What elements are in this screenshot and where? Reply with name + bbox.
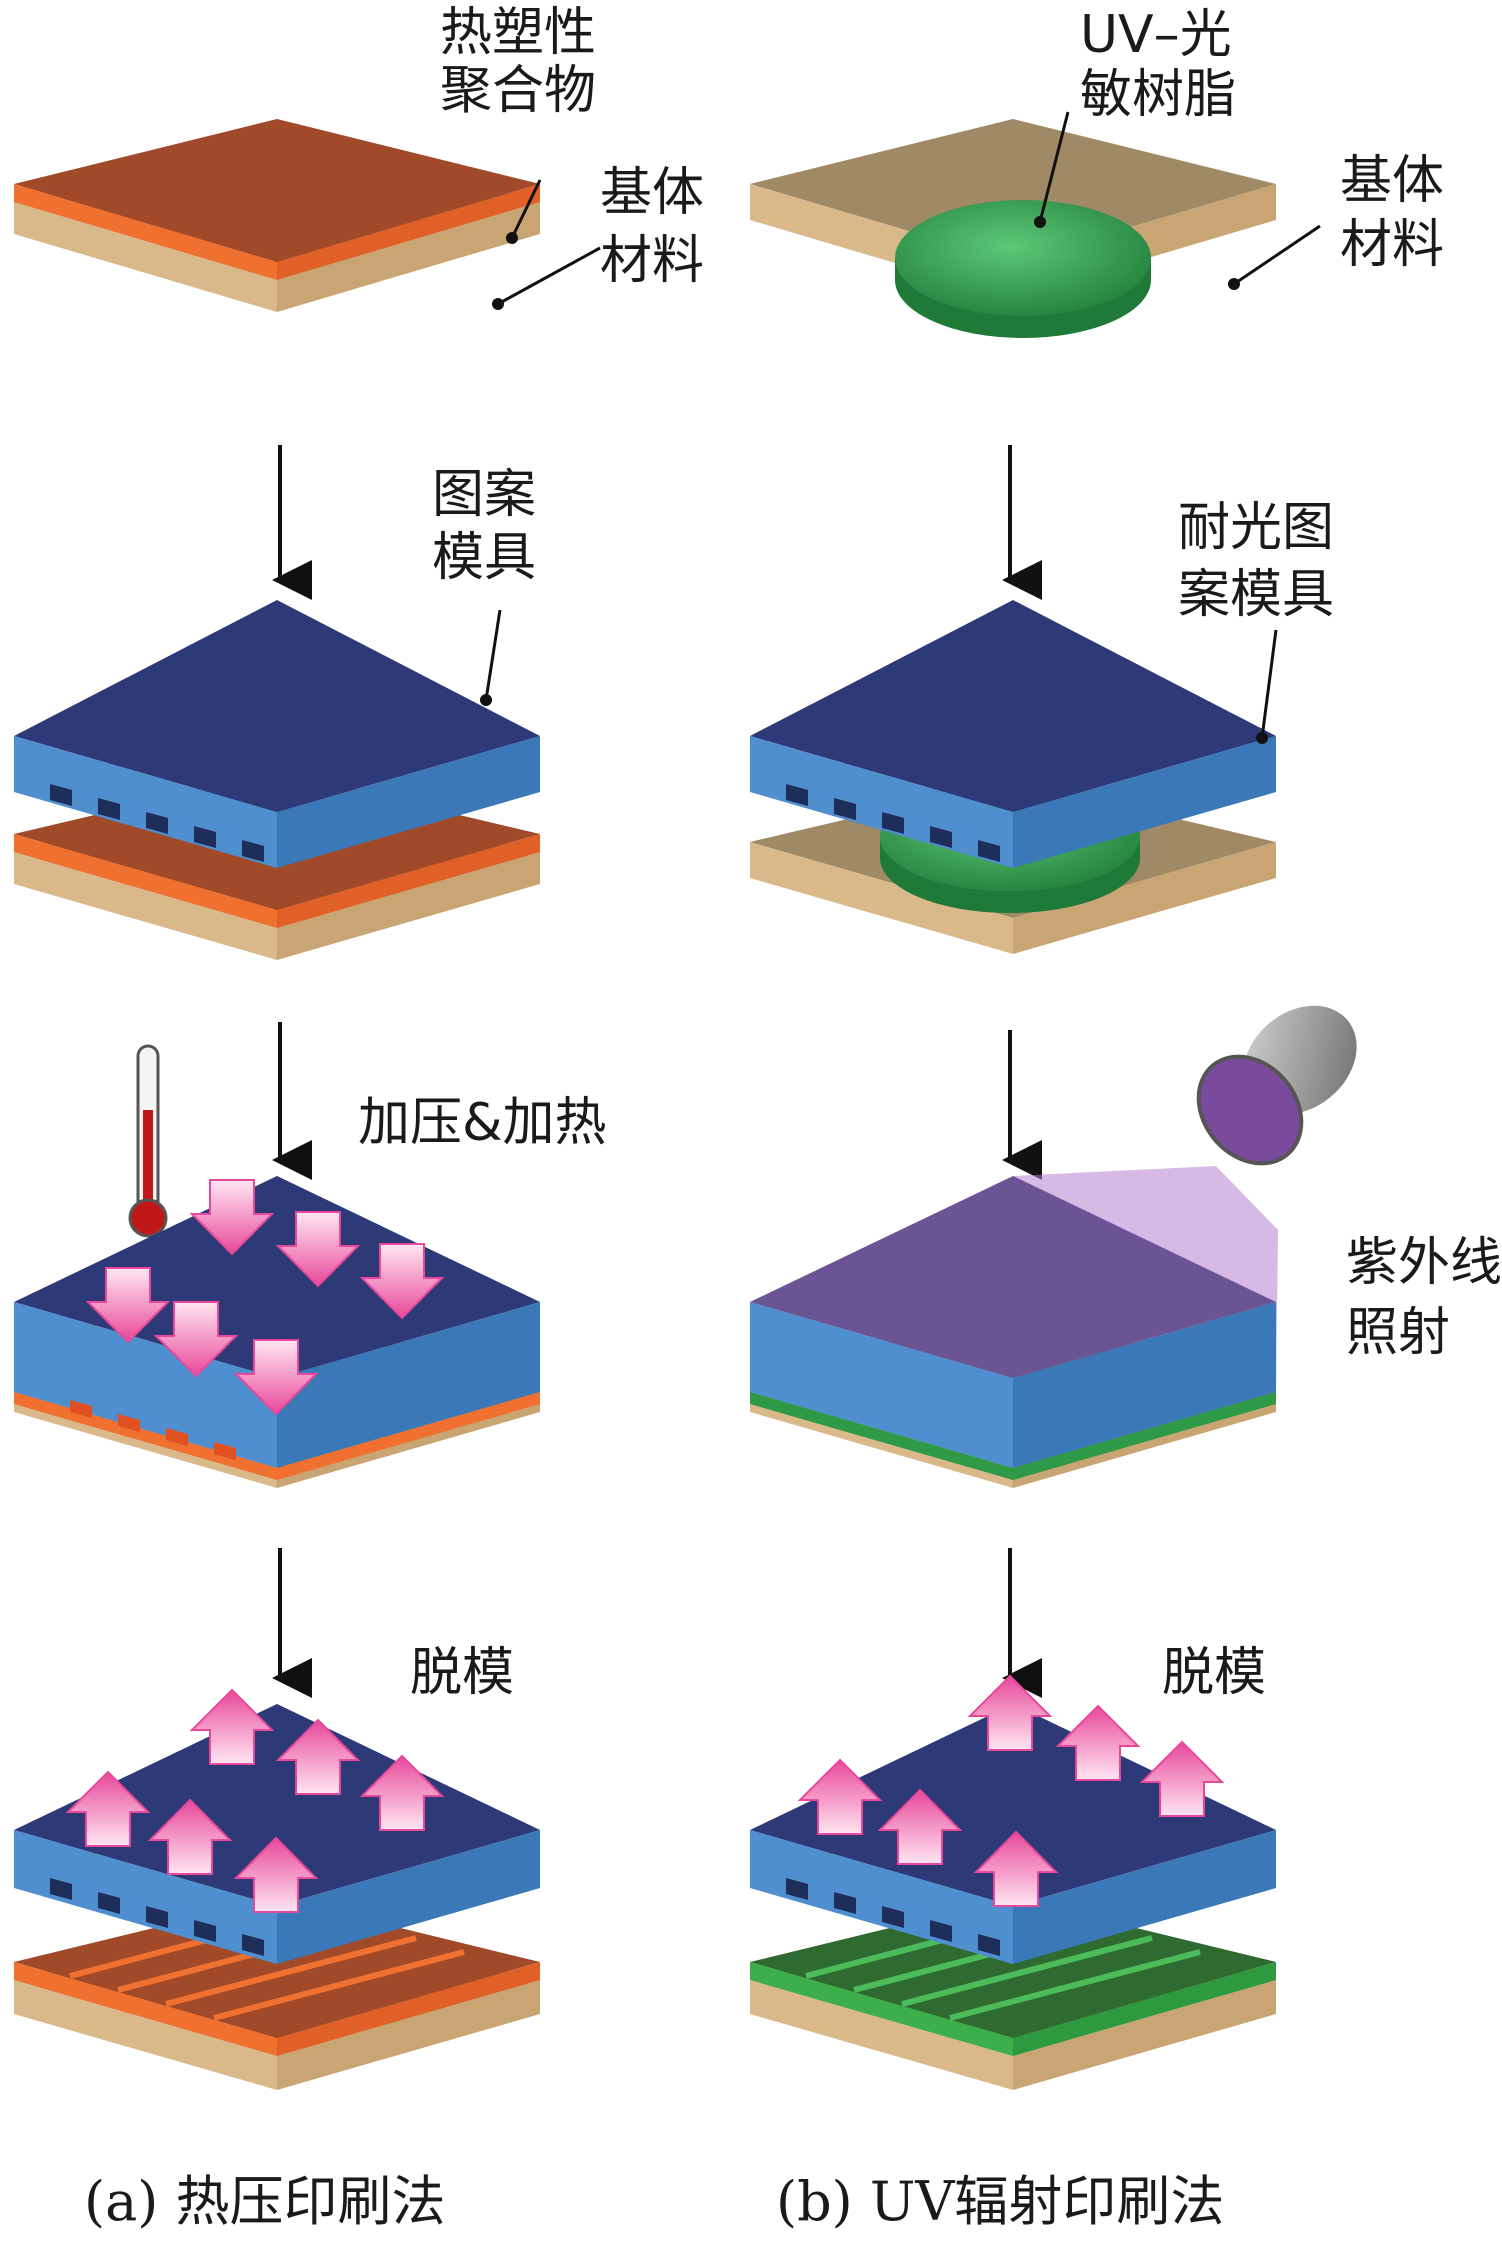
a-step3-pressing [14, 1176, 540, 1488]
lift-arrow-icon [189, 1688, 275, 1765]
press-arrow-icon [85, 1267, 171, 1344]
b-resin-drop [895, 200, 1151, 316]
panel-a: 热塑性 聚合物 基体 材料 图案 模具 [14, 3, 704, 2233]
b-label-resin-1: UV–光 [1080, 5, 1232, 65]
b-mold-top [750, 600, 1276, 812]
thermometer-icon [128, 1044, 168, 1238]
lift-arrow-icon [147, 1798, 233, 1875]
a-label-demold: 脱模 [410, 1643, 514, 1703]
a-mold-teeth [50, 784, 264, 862]
b-label-mold-2: 案模具 [1178, 565, 1334, 625]
b-demold-arrows [797, 1674, 1225, 1907]
lift-arrow-icon [967, 1674, 1053, 1751]
lift-arrow-icon [359, 1754, 445, 1831]
lift-arrow-icon [877, 1788, 963, 1865]
press-arrow-icon [359, 1243, 445, 1320]
lift-arrow-icon [275, 1718, 361, 1795]
lift-arrow-icon [1055, 1704, 1141, 1781]
panel-b: UV–光 敏树脂 基体 材料 耐光图 案模具 [750, 5, 1502, 2233]
b-substrate-leader [1233, 224, 1321, 286]
lift-arrow-icon [233, 1836, 319, 1913]
a-label-mold-1: 图案 [432, 465, 536, 525]
a-mold-top [14, 600, 540, 812]
caption-b: (b) UV辐射印刷法 [776, 2170, 1224, 2233]
press-arrow-icon [275, 1211, 361, 1288]
b-step3-uv-exposure [750, 1176, 1276, 1488]
b-label-substrate-1: 基体 [1340, 151, 1444, 211]
a-label-press-heat: 加压&加热 [358, 1093, 607, 1153]
b-label-uv-2: 照射 [1346, 1303, 1450, 1363]
a-label-substrate-2: 材料 [600, 231, 704, 291]
b-step2-mold-over-resin [750, 600, 1276, 954]
a-step4-demold [14, 1704, 540, 2090]
lift-arrow-icon [1139, 1740, 1225, 1817]
b-mold-leader [1260, 629, 1278, 739]
b-label-uv-1: 紫外线 [1346, 1233, 1502, 1293]
a-label-substrate-1: 基体 [600, 163, 704, 223]
b-cured-resin [750, 1392, 1276, 1480]
a-mold-leader [484, 609, 502, 701]
press-arrow-icon [153, 1301, 239, 1378]
b-patterned-resin [750, 1898, 1276, 2038]
a-press-arrows [85, 1179, 445, 1416]
lift-arrow-icon [797, 1758, 883, 1835]
a-polymer-layer [14, 119, 540, 262]
lift-arrow-icon [65, 1770, 151, 1847]
b-mold-top-exposed [750, 1176, 1276, 1378]
a-substrate-leader [497, 246, 601, 306]
a-label-polymer-2: 聚合物 [440, 61, 596, 121]
press-arrow-icon [189, 1179, 275, 1256]
b-label-demold: 脱模 [1162, 1643, 1266, 1703]
a-patterned-polymer [14, 1898, 540, 2038]
a-label-mold-2: 模具 [432, 528, 536, 588]
caption-a: (a) 热压印刷法 [84, 2170, 446, 2233]
a-step1-substrate-polymer [14, 119, 540, 312]
b-step4-demold [750, 1704, 1276, 2090]
a-step2-mold-over-polymer [14, 600, 540, 960]
b-label-substrate-2: 材料 [1340, 215, 1444, 275]
a-demold-arrows [65, 1688, 445, 1913]
press-arrow-icon [233, 1339, 319, 1416]
a-label-polymer-1: 热塑性 [440, 3, 596, 63]
b-step1-substrate-resin [750, 119, 1276, 338]
b-label-resin-2: 敏树脂 [1080, 65, 1236, 125]
a-polymer-leader [510, 179, 542, 239]
b-resin-leader [1038, 111, 1070, 223]
lift-arrow-icon [973, 1830, 1059, 1907]
b-label-mold-1: 耐光图 [1178, 498, 1334, 558]
